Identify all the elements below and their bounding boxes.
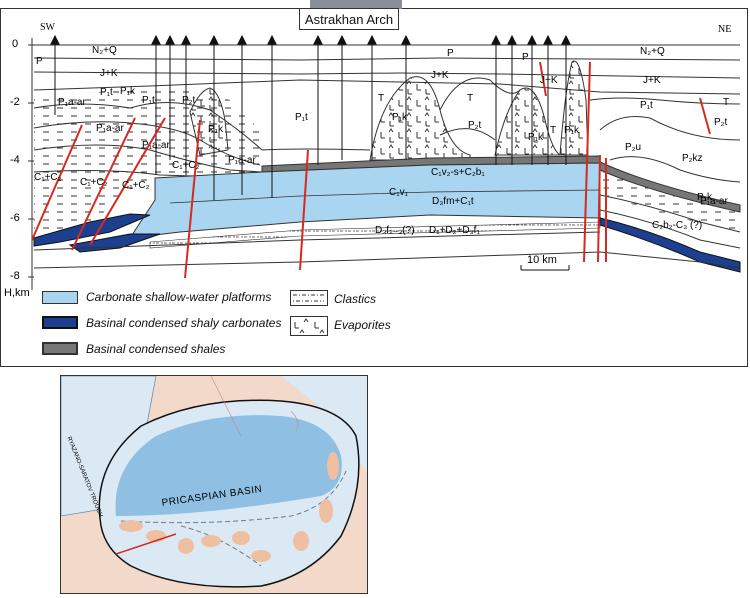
label-d3f23: D₃f₂₋₃(?) [375,225,415,236]
shaly-left-1 [33,213,151,247]
label-p-mid: P [447,48,454,59]
section-title: Astrakhan Arch [299,8,399,30]
clastics-band [149,221,601,249]
faults [31,61,711,279]
label-p1a-ar-mid2: P₁a-ar [142,140,170,151]
depth-tick-0: 0 [12,38,19,50]
layer-jk-base [33,79,741,95]
label-n2q-left: N₂+Q [92,45,117,56]
scale-bar-label: 10 km [527,254,557,266]
legend-swatch-evaporites [290,316,328,336]
label-p2t-b: P₂t [714,117,728,128]
label-t-b: T [467,93,474,104]
label-d1d2: D₁+D₂+D₃f₁ [429,225,480,236]
layer-p-base [33,71,741,79]
label-p1t-d: P₁t [640,100,653,111]
label-c1v1: C₁v₁ [389,187,408,198]
salt-dome-left [189,87,229,156]
label-p1a-ar-left: P₁a-ar [58,97,86,108]
label-d3fm: D₃fm+C₁t [432,196,474,207]
label-c1c2-d: C₁+C₂ [172,160,200,171]
layer-n2q-base [33,57,741,61]
label-c1c2-b: C₁+C₂ [80,177,108,188]
label-c1v2: C₁v₂-s+C₂b₁ [431,167,485,178]
label-jk-right2: J+K [643,75,661,86]
label-p1a-ar-mid3: P₁a-ar [228,155,256,166]
legend-swatch-carbonate [42,291,78,304]
label-c2b2: C₂b₂-C₃ (?) [652,220,703,231]
depth-tick-8: -8 [10,270,20,282]
label-p1t-c: P₁t [295,112,308,123]
legend-swatch-clastics [290,290,328,306]
cross-section-svg [28,34,741,290]
title-tab [310,0,402,9]
label-p2t-c: P₂t [182,95,196,106]
label-jk-mid: J+K [431,70,449,81]
label-p1a-ar-mid: P₁a-ar [96,123,124,134]
label-p1k-b: P₁k [208,124,224,135]
depth-tick-4: -4 [10,154,20,166]
legend-shales: Basinal condensed shales [86,342,226,356]
salt-dome-3 [559,60,589,156]
label-p1k-d: P₁k [528,132,544,143]
shaly-right [599,217,741,273]
label-p-mid2: P [522,52,529,63]
label-jk-right: J+K [540,75,558,86]
label-n2q-right: N₂+Q [640,46,665,57]
section-line [115,533,177,555]
label-p1k-f: P₁k [697,192,713,203]
legend-carbonate: Carbonate shallow-water platforms [86,290,272,304]
label-p2kz: P₂kz [682,153,703,164]
label-t-a: T [378,93,385,104]
label-p-left: P [36,56,43,67]
depth-tick-2: -2 [10,96,20,108]
label-jk-left: J+K [100,68,118,79]
legend-evaporites: Evaporites [334,318,391,332]
label-c1c2-c: C₁+C₂ [122,180,150,191]
platform-patches [119,452,339,562]
salt-dome-2 [494,87,562,156]
depth-axis-label: H,km [4,287,30,299]
label-p1k-a: P₁k [120,86,136,97]
depth-tick-6: -6 [10,212,20,224]
label-p1k-e: P₁k [564,125,580,136]
basin-deep [115,415,342,516]
scale-bar-graphic [520,265,570,271]
carbonate-platform [128,162,601,239]
label-p1t-a: P₁t [100,87,113,98]
legend-swatch-shales [42,342,78,355]
salt-dome-1 [369,76,471,161]
label-c1c2-left: C₁+C₂ [34,172,62,183]
label-p1t-b: P₁t [142,95,155,106]
right-dashed-zone [600,170,740,232]
legend-swatch-shaly [42,316,78,329]
wells [50,34,571,200]
label-t-c: T [550,125,557,136]
compass-ne: NE [718,24,732,35]
label-t-d: T [723,97,730,108]
label-p1a-ar-right: P₁a-ar [700,196,728,207]
label-p2t-a: P₂t [468,120,482,131]
label-p2u: P₂u [625,142,642,153]
location-map: PRICASPIAN BASIN RYAZANO-SARATOV TROUGH [60,375,368,594]
map-svg [61,376,367,588]
legend-shaly: Basinal condensed shaly carbonates [86,316,282,330]
depth-ticks [28,44,34,278]
compass-sw: SW [40,22,55,33]
legend-clastics: Clastics [334,292,377,306]
label-p1k-c: P₁k [392,112,408,123]
